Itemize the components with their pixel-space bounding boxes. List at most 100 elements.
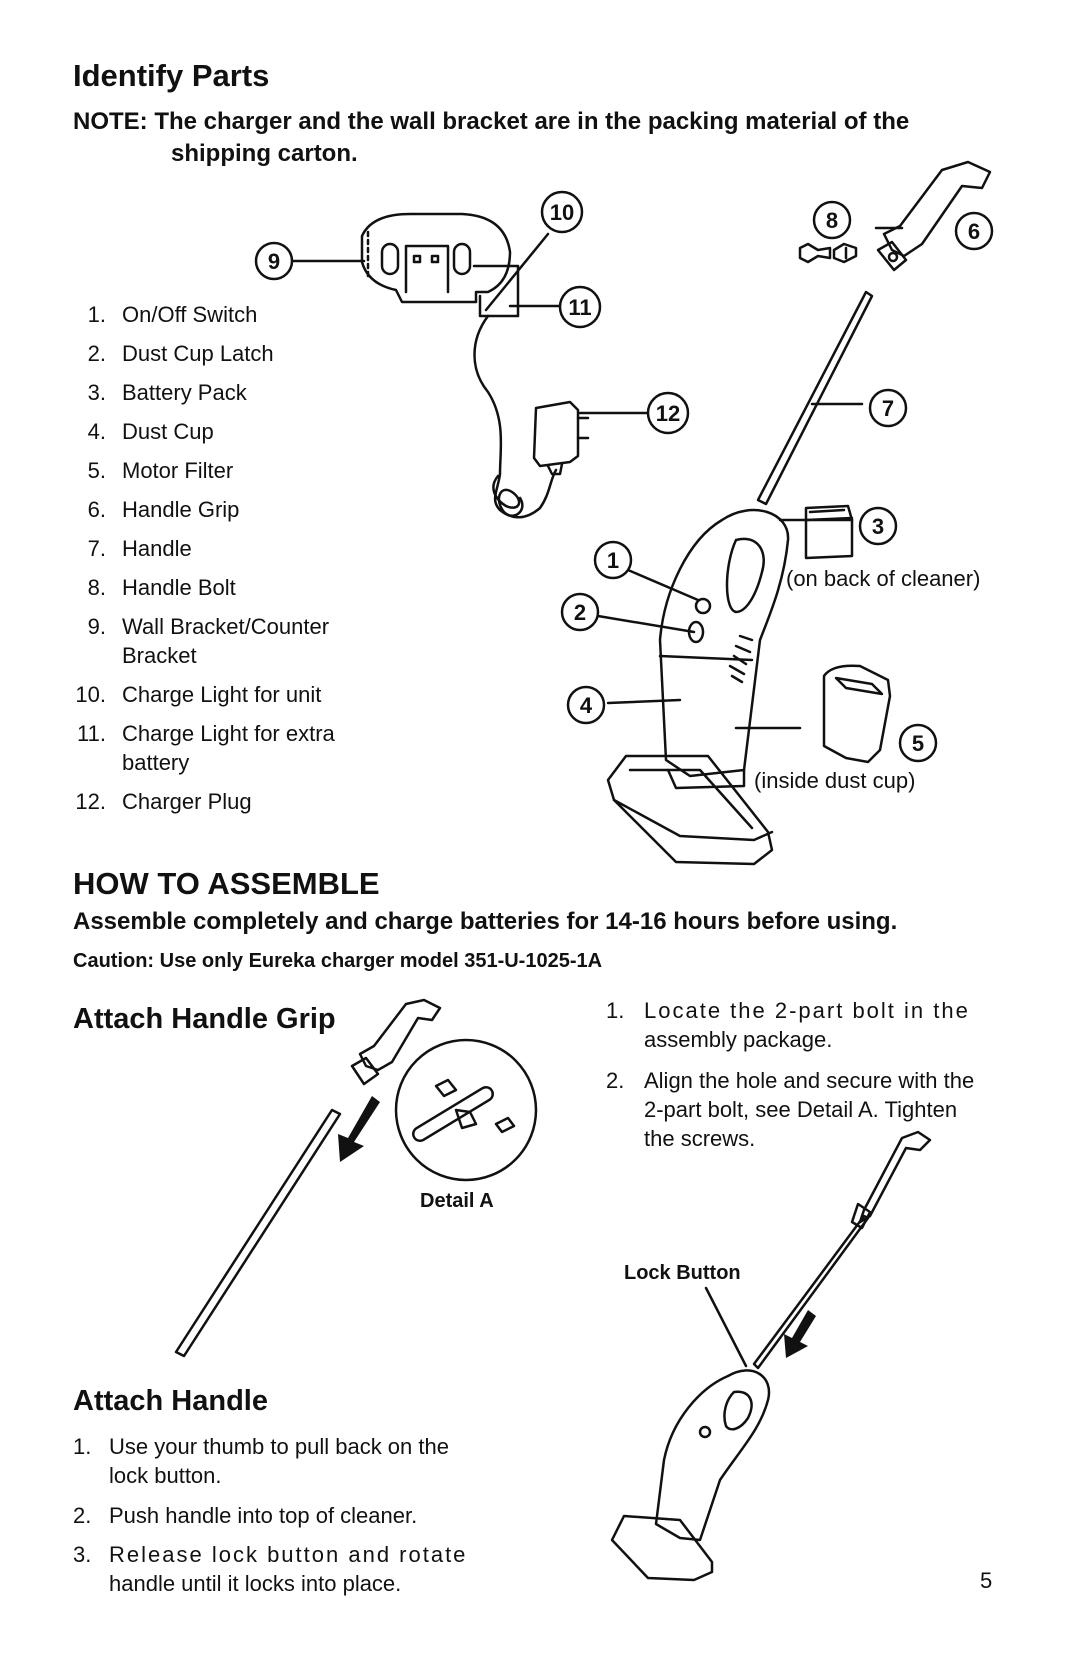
list-item-number: 11. (77, 721, 106, 746)
step-number: 3. (73, 1542, 92, 1567)
step-number: 2. (73, 1503, 92, 1528)
list-item-number: 6. (87, 497, 106, 522)
step-text: Push handle into top of cleaner. (109, 1503, 418, 1528)
list-item-label: Charge Light for extra (122, 721, 335, 746)
callout-circle-8 (812, 200, 852, 240)
list-item-label: Dust Cup Latch (122, 341, 274, 366)
step-text: Locate the 2-part bolt in the (644, 998, 970, 1023)
list-item-number: 5. (87, 458, 106, 483)
list-item: 4. Dust Cup (70, 417, 214, 446)
list-item: 8.Handle Bolt (70, 573, 236, 602)
callout-10: 10 (549, 200, 575, 225)
list-item-number: 3. (87, 380, 106, 405)
step-text: Align the hole and secure with the (644, 1068, 975, 1093)
list-item-number: 2. (87, 341, 106, 366)
list-item: 3. Battery Pack (70, 378, 247, 407)
lock-button-label: Lock Button (624, 1262, 741, 1284)
charger-plug-drawing (473, 314, 590, 519)
list-item: 9. Wall Bracket/Counter (70, 612, 329, 641)
attach-handle-title: Attach Handle (73, 1385, 268, 1417)
step-number: 1. (73, 1434, 92, 1459)
step-number: 2. (606, 1068, 625, 1093)
list-item: 10. Charge Light for unit (70, 680, 321, 709)
step-text: the screws. (644, 1126, 756, 1151)
callout-6: 6 (967, 219, 981, 244)
list-item: 7.Handle (70, 534, 192, 563)
list-item-label: On/Off Switch (122, 302, 258, 327)
callout-circle-10 (540, 190, 584, 234)
list-item-label: Motor Filter (122, 458, 234, 483)
callout-circle-6 (954, 211, 994, 251)
leader-lines (288, 226, 904, 730)
list-item-label: Battery Pack (122, 380, 247, 405)
step-text: assembly package. (644, 1027, 833, 1052)
wall-bracket-drawing (360, 212, 520, 318)
list-item-label: Wall Bracket/Counter (122, 614, 330, 639)
list-item: 2. Dust Cup Latch (70, 339, 274, 368)
handle-bolt-drawing (798, 242, 858, 264)
callout-2: 2 (573, 600, 587, 625)
detail-a-label: Detail A (420, 1190, 494, 1212)
list-item-number: 1. (87, 302, 106, 327)
attach-handle-grip-title: Attach Handle Grip (73, 1003, 336, 1035)
callout-circle-9 (254, 241, 294, 281)
list-item-label: Handle (122, 536, 192, 561)
list-item-number: 9. (87, 614, 106, 639)
list-item: 11. Charge Light for extra (70, 719, 335, 748)
handle-step-drawing (610, 1130, 932, 1582)
list-item-continuation: battery (122, 750, 190, 775)
how-to-assemble-title: HOW TO ASSEMBLE (73, 866, 380, 901)
motor-filter-drawing (822, 664, 892, 764)
identify-parts-title: Identify Parts (73, 58, 270, 93)
callout-4: 4 (579, 693, 593, 718)
grip-step-drawing (174, 998, 538, 1358)
callout-3: 3 (871, 514, 885, 539)
callout-circle-12 (646, 391, 690, 435)
callout-8: 8 (825, 208, 839, 233)
handle-grip-drawing (876, 160, 992, 272)
callout-circle-4 (566, 685, 606, 725)
callout-1: 1 (606, 548, 620, 573)
list-item-label: Charger Plug (122, 789, 252, 814)
caption-on-back: (on back of cleaner) (786, 566, 981, 591)
list-item-number: 4. (87, 419, 106, 444)
assemble-subtitle: Assemble completely and charge batteries… (73, 908, 898, 935)
list-item-label: Handle Grip (122, 497, 240, 522)
list-item-label: Dust Cup (122, 419, 214, 444)
step-text: Release lock button and rotate (109, 1542, 468, 1567)
cleaner-body-drawing (606, 508, 790, 866)
list-item: 12. Charger Plug (70, 787, 252, 816)
step-text: 2-part bolt, see Detail A. Tighten (644, 1097, 958, 1122)
list-item-number: 12. (75, 789, 106, 814)
list-item: 1. On/Off Switch (70, 300, 258, 329)
callout-circle-11 (558, 285, 602, 329)
lock-button-leader (704, 1286, 748, 1368)
callout-circle-3 (858, 506, 898, 546)
callout-5: 5 (911, 731, 925, 756)
caption-inside-dust-cup: (inside dust cup) (754, 768, 916, 793)
handle-rod-drawing (756, 290, 874, 506)
list-item-label: Charge Light for unit (122, 682, 322, 707)
list-item: 6. Handle Grip (70, 495, 240, 524)
step-text: lock button. (109, 1463, 222, 1488)
callout-12: 12 (655, 401, 681, 426)
list-item-number: 10. (75, 682, 106, 707)
list-item: 5. Motor Filter (70, 456, 234, 485)
callout-circle-7 (868, 388, 908, 428)
step-text: Use your thumb to pull back on the (109, 1434, 449, 1459)
note-line-2: shipping carton. (171, 140, 358, 167)
list-item-number: 8. (87, 575, 106, 600)
callout-7: 7 (881, 396, 895, 421)
list-item-continuation: Bracket (122, 643, 197, 668)
caution-text: Caution: Use only Eureka charger model 3… (73, 950, 603, 972)
callout-circle-2 (560, 592, 600, 632)
grip-arrow-drawing (338, 1096, 380, 1162)
callout-circle-1 (593, 540, 633, 580)
step-text: handle until it locks into place. (109, 1571, 402, 1596)
callout-11: 11 (568, 295, 592, 320)
handle-arrow-drawing (784, 1310, 816, 1358)
note-line-1: NOTE: The charger and the wall bracket a… (73, 108, 910, 135)
callout-9: 9 (267, 249, 281, 274)
